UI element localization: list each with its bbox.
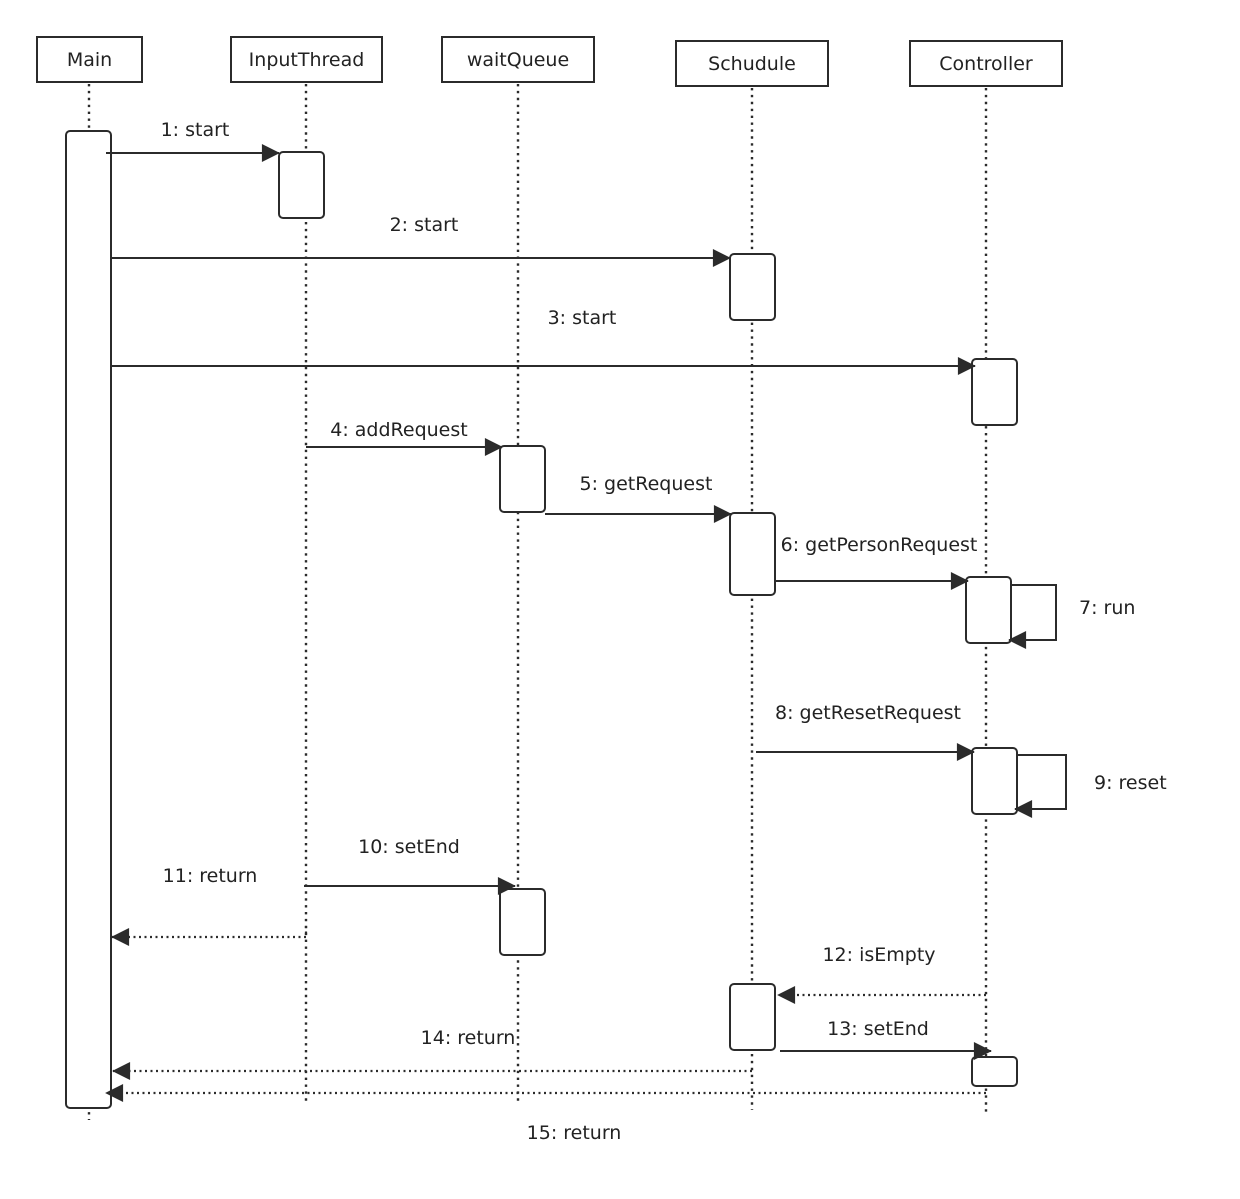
message-label: 14: return [421,1027,516,1049]
participant-input-thread: InputThread [230,36,383,83]
activation-sched-2 [729,512,776,596]
participant-label: waitQueue [467,49,569,71]
message-14: 14: return [112,1027,752,1080]
message-4: 4: addRequest [306,419,503,456]
message-11: 11: return [111,865,308,946]
messages: 1: start 2: start 3: start 4: addRequest… [105,119,1167,1144]
message-label: 2: start [390,214,459,236]
participant-schudule: Schudule [675,40,829,87]
activation-sched-1 [729,253,776,321]
message-12: 12: isEmpty [777,944,986,1004]
participant-label: Controller [939,53,1033,75]
activation-ctrl-4 [971,1056,1018,1087]
message-5: 5: getRequest [545,473,732,523]
activation-ctrl-1 [971,358,1018,426]
message-arrow [111,926,308,946]
message-3: 3: start [111,307,976,375]
message-label: 5: getRequest [580,473,713,495]
activation-wait-1 [499,445,546,513]
activation-sched-3 [729,983,776,1051]
message-label: 1: start [161,119,230,141]
message-label: 7: run [1079,597,1135,619]
participant-controller: Controller [909,40,1063,87]
participants: Main InputThread waitQueue Schudule Cont… [36,36,1063,87]
message-label: 4: addRequest [330,419,467,441]
activation-main [65,130,112,1109]
message-6: 6: getPersonRequest [775,534,978,590]
message-label: 10: setEnd [358,836,460,858]
message-1: 1: start [106,119,280,162]
message-label: 9: reset [1094,772,1167,794]
message-arrow [1014,754,1067,818]
message-label: 11: return [163,865,258,887]
participant-label: Main [67,49,112,71]
message-10: 10: setEnd [304,836,516,895]
activation-ctrl-3 [971,747,1018,815]
message-label: 12: isEmpty [822,944,935,966]
activations [65,130,1018,1109]
message-9: 9: reset [1014,754,1167,818]
message-label: 3: start [548,307,617,329]
message-13: 13: setEnd [780,1018,992,1060]
participant-wait-queue: waitQueue [441,36,595,83]
message-8: 8: getResetRequest [756,702,975,761]
activation-wait-2 [499,888,546,956]
participant-main: Main [36,36,143,83]
message-15: 15: return [105,1084,986,1144]
activation-input [278,151,325,219]
message-label: 6: getPersonRequest [781,534,978,556]
participant-label: Schudule [708,53,796,75]
message-label: 13: setEnd [827,1018,929,1040]
message-label: 15: return [527,1122,622,1144]
activation-ctrl-2 [965,576,1012,644]
message-arrow [1008,584,1057,649]
message-2: 2: start [111,214,731,267]
message-7: 7: run [1008,584,1135,649]
participant-label: InputThread [249,49,365,71]
message-label: 8: getResetRequest [775,702,961,724]
